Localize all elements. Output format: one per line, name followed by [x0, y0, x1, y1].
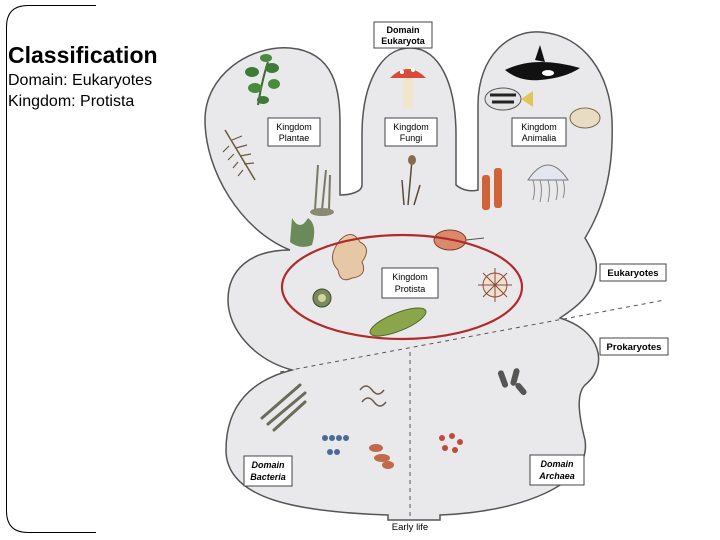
prokaryotes-label: Prokaryotes — [599, 337, 669, 356]
frame-left-line — [6, 26, 7, 512]
domain-eukaryota-line2: Eukaryota — [381, 36, 426, 46]
protista-highlight-ellipse — [280, 233, 524, 341]
spirillum-icon — [359, 385, 387, 407]
kingdom-plantae-label: Kingdom Plantae — [267, 117, 321, 147]
jellyfish-icon — [527, 164, 569, 203]
bacilli-cluster-icon — [369, 444, 394, 469]
eukaryotes-label: Eukaryotes — [599, 263, 667, 282]
prokaryotes-text: Prokaryotes — [607, 342, 662, 353]
archaea-rods-icon — [497, 368, 527, 396]
orca-icon — [505, 45, 580, 81]
domain-archaea-label: Domain Archaea — [529, 454, 585, 486]
eukaryote-prokaryote-divider — [279, 299, 666, 373]
kingdom-line: Kingdom: Protista — [8, 93, 135, 110]
chlamydomonas-icon — [312, 288, 332, 308]
seaweed-icon — [290, 218, 315, 247]
euglena-icon — [369, 307, 427, 337]
kingdom-plantae-line2: Plantae — [279, 133, 310, 143]
kingdom-fungi-line1: Kingdom — [393, 122, 429, 132]
domain-archaea-line2: Archaea — [538, 471, 575, 481]
kingdom-fungi-label: Kingdom Fungi — [384, 117, 438, 147]
amoeba-icon — [332, 234, 367, 281]
kingdom-animalia-line1: Kingdom — [521, 122, 557, 132]
domain-archaea-line1: Domain — [540, 459, 574, 469]
bacteria-chain-icon — [260, 383, 307, 432]
domain-eukaryota-label: Domain Eukaryota — [373, 21, 433, 49]
radiolarian-icon — [478, 268, 512, 302]
domain-bacteria-line2: Bacteria — [250, 472, 286, 482]
slide-title: Classification — [8, 42, 158, 68]
kingdom-protista-line2: Protista — [395, 284, 426, 294]
kingdom-protista-line1: Kingdom — [392, 272, 428, 282]
kingdom-animalia-label: Kingdom Animalia — [511, 117, 567, 147]
frame-top-line — [28, 5, 96, 6]
coral-icon — [482, 168, 502, 210]
kingdom-protista-label: Kingdom Protista — [381, 267, 439, 299]
domain-bacteria-label: Domain Bacteria — [243, 455, 293, 487]
frame-bottom-line — [28, 532, 96, 533]
cocci-icon — [322, 435, 349, 455]
kingdom-animalia-line2: Animalia — [522, 133, 557, 143]
archaea-cocci-icon — [439, 433, 463, 453]
eukaryotes-text: Eukaryotes — [607, 268, 658, 279]
moss-icon — [310, 164, 334, 216]
domain-eukaryota-line1: Domain — [386, 25, 419, 35]
tree-of-life-diagram: Domain Eukaryota Kingdom Plantae Kingdom… — [204, 21, 669, 533]
frame-corners — [6, 5, 29, 533]
fish-icon — [484, 87, 533, 111]
domain-line: Domain: Eukaryotes — [8, 72, 153, 89]
fern-icon — [222, 129, 256, 181]
early-life-label: Early life — [392, 522, 428, 533]
kingdom-plantae-line1: Kingdom — [276, 122, 312, 132]
fungus-stalk-icon — [401, 155, 421, 206]
mushroom-icon — [390, 68, 426, 108]
plant-icon — [245, 54, 280, 106]
kingdom-fungi-line2: Fungi — [400, 133, 423, 143]
domain-bacteria-line1: Domain — [251, 460, 285, 470]
shell-icon — [569, 107, 601, 129]
